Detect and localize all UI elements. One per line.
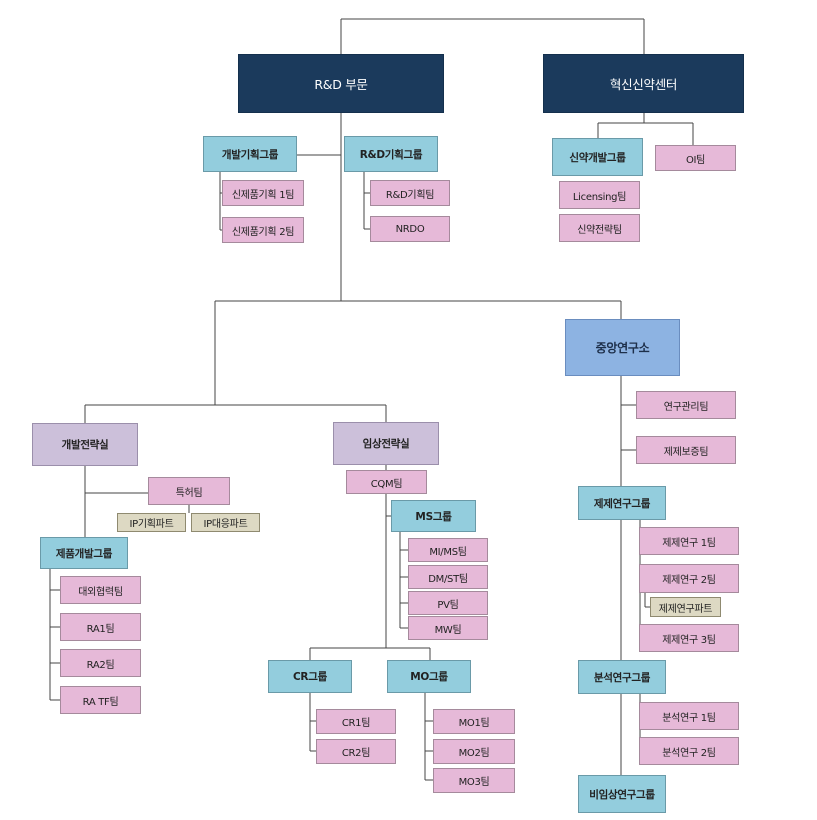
ra2-team: RA2팀 — [60, 649, 141, 677]
formulation-research-2-team: 제제연구 2팀 — [639, 564, 739, 593]
cr2-team: CR2팀 — [316, 739, 396, 764]
clinical-strategy-office: 임상전략실 — [333, 422, 439, 465]
new-drug-dev-group: 신약개발그룹 — [552, 138, 643, 176]
dm-st-team: DM/ST팀 — [408, 565, 488, 589]
cr-group: CR그룹 — [268, 660, 352, 693]
product-dev-group: 제품개발그룹 — [40, 537, 128, 569]
analysis-research-1-team: 분석연구 1팀 — [639, 702, 739, 730]
cr1-team: CR1팀 — [316, 709, 396, 734]
external-coop-team: 대외협력팀 — [60, 576, 141, 604]
new-product-planning-1-team: 신제품기획 1팀 — [222, 180, 304, 206]
formulation-support-team: 제제보증팀 — [636, 436, 736, 464]
formulation-research-1-team: 제제연구 1팀 — [639, 527, 739, 555]
new-product-planning-2-team: 신제품기획 2팀 — [222, 217, 304, 243]
formulation-research-3-team: 제제연구 3팀 — [639, 624, 739, 652]
cqm-team: CQM팀 — [346, 470, 427, 494]
research-mgmt-team: 연구관리팀 — [636, 391, 736, 419]
nrdo-team: NRDO — [370, 216, 450, 242]
ra-tf-team: RA TF팀 — [60, 686, 141, 714]
rnd-planning-team: R&D기획팀 — [370, 180, 450, 206]
patent-team: 특허팀 — [148, 477, 230, 505]
central-research-lab: 중앙연구소 — [565, 319, 680, 376]
dev-strategy-office: 개발전략실 — [32, 423, 138, 466]
dev-planning-group: 개발기획그룹 — [203, 136, 297, 172]
ip-response-part: IP대응파트 — [191, 513, 260, 532]
analysis-research-2-team: 분석연구 2팀 — [639, 737, 739, 765]
oi-team: OI팀 — [655, 145, 736, 171]
licensing-team: Licensing팀 — [559, 181, 640, 209]
nonclinical-research-group: 비임상연구그룹 — [578, 775, 666, 813]
mw-team: MW팀 — [408, 616, 488, 640]
ms-group: MS그룹 — [391, 500, 476, 532]
new-drug-strategy-team: 신약전략팀 — [559, 214, 640, 242]
analysis-research-group: 분석연구그룹 — [578, 660, 666, 694]
mo1-team: MO1팀 — [433, 709, 515, 734]
formulation-research-group: 제제연구그룹 — [578, 486, 666, 520]
ip-planning-part: IP기획파트 — [117, 513, 186, 532]
ra1-team: RA1팀 — [60, 613, 141, 641]
rnd-division: R&D 부문 — [238, 54, 444, 113]
rnd-planning-group: R&D기획그룹 — [344, 136, 438, 172]
mo2-team: MO2팀 — [433, 739, 515, 764]
innovation-center-division: 혁신신약센터 — [543, 54, 744, 113]
formulation-research-part: 제제연구파트 — [650, 597, 721, 617]
mo3-team: MO3팀 — [433, 768, 515, 793]
pv-team: PV팀 — [408, 591, 488, 615]
mi-ms-team: MI/MS팀 — [408, 538, 488, 562]
mo-group: MO그룹 — [387, 660, 471, 693]
